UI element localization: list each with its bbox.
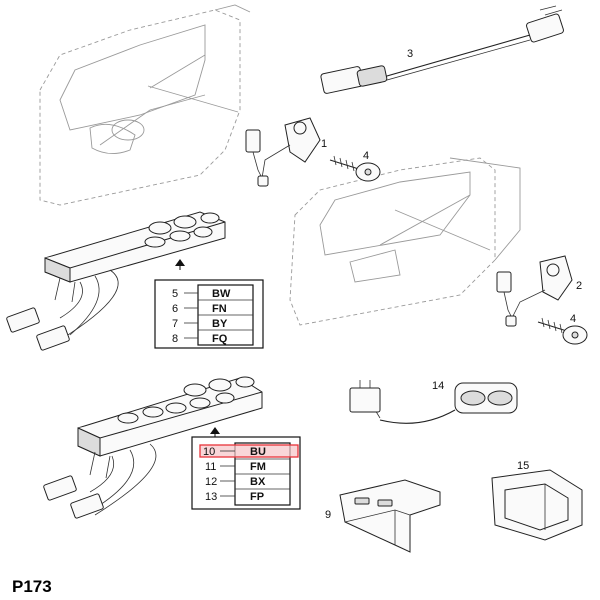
callout-2: 2 xyxy=(576,280,582,292)
callout-4b: 4 xyxy=(570,313,576,325)
code-table-lower-num-10: 10 xyxy=(203,446,215,458)
code-table-upper-num-6: 6 xyxy=(172,303,178,315)
code-table-upper-code-fn: FN xyxy=(212,303,227,315)
callout-3: 3 xyxy=(407,48,413,60)
code-table-upper-num-5: 5 xyxy=(172,288,178,300)
code-table-upper: 5 6 7 8 BW FN BY FQ xyxy=(154,279,264,349)
switch-part-2 xyxy=(496,255,573,327)
switch-part-14 xyxy=(349,380,518,424)
door-outline-rear xyxy=(289,157,521,326)
code-table-lower-num-11: 11 xyxy=(205,461,216,473)
callout-1: 1 xyxy=(321,138,327,150)
trim-frame-part-15 xyxy=(491,469,583,541)
code-table-upper-code-bw: BW xyxy=(212,288,231,300)
window-switch-panel-upper xyxy=(6,211,226,351)
wiring-harness xyxy=(320,5,564,94)
screw-set-2 xyxy=(537,317,588,345)
callout-4a: 4 xyxy=(363,150,369,162)
code-table-lower-code-bu: BU xyxy=(250,446,266,458)
callout-15: 15 xyxy=(517,460,529,472)
window-switch-panel-lower xyxy=(43,376,263,519)
code-table-lower-code-fp: FP xyxy=(250,491,264,503)
callout-14: 14 xyxy=(432,380,444,392)
highlight-fill xyxy=(200,445,298,457)
code-table-lower-code-fm: FM xyxy=(250,461,266,473)
page-label: P173 xyxy=(12,577,52,596)
door-outline-front-left xyxy=(39,4,251,206)
code-table-upper-num-8: 8 xyxy=(172,333,178,345)
highlight-outline xyxy=(199,444,299,458)
code-table-upper-code-fq: FQ xyxy=(212,333,228,345)
code-table-lower-num-13: 13 xyxy=(205,491,217,503)
switch-part-1 xyxy=(245,117,321,187)
code-table-lower-num-12: 12 xyxy=(205,476,217,488)
screw-set-1 xyxy=(329,155,381,182)
code-table-upper-num-7: 7 xyxy=(172,318,178,330)
code-table-upper-code-by: BY xyxy=(212,318,228,330)
code-table-lower: 10 11 12 13 BU FM BX FP xyxy=(191,436,301,510)
callout-9: 9 xyxy=(325,509,331,521)
bracket-part-9 xyxy=(339,479,441,553)
code-table-lower-code-bx: BX xyxy=(250,476,266,488)
